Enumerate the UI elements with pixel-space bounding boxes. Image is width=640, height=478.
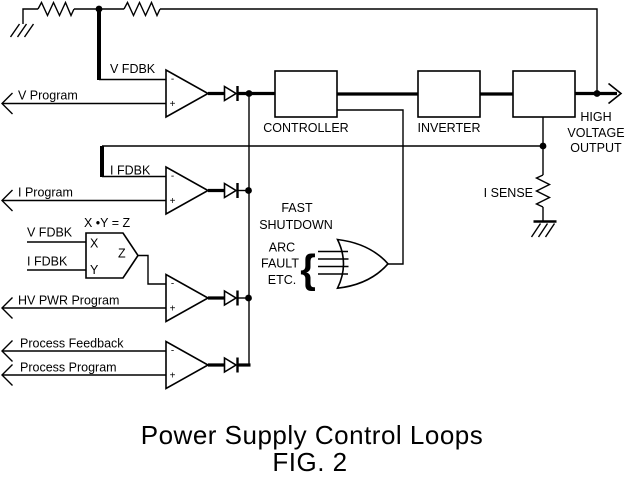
hv-output-label-line2: VOLTAGE — [567, 126, 624, 140]
right-arrow-icon — [608, 82, 623, 105]
ground-lead-wire — [22, 8, 38, 24]
process-error-amplifier: Process Feedback Process Program - + — [1, 337, 251, 390]
multiplier-x-label: X — [90, 237, 99, 251]
v-fdbk-label: V FDBK — [110, 62, 156, 76]
hv-output-label-line3: OUTPUT — [570, 141, 622, 155]
op-amp-plus: + — [170, 196, 176, 207]
i-fdbk-label: I FDBK — [110, 164, 151, 178]
left-arrow-icon — [1, 340, 13, 362]
op-amp — [165, 68, 210, 119]
resistor — [534, 174, 552, 208]
main-power-chain: CONTROLLER INVERTER HIGH VOLTAGE OUTPUT — [263, 70, 625, 155]
process-feedback-label: Process Feedback — [20, 337, 124, 351]
multiplier-z-label: Z — [118, 247, 126, 261]
wire-z-out — [138, 254, 166, 285]
op-amp — [165, 273, 210, 323]
op-amp-minus: - — [171, 74, 174, 85]
shutdown-label: SHUTDOWN — [259, 218, 333, 232]
or-gate — [336, 238, 390, 290]
process-program-label: Process Program — [20, 361, 117, 375]
ground-icon — [9, 23, 35, 38]
op-amp-plus: + — [170, 99, 176, 110]
multiplier-y-label: Y — [90, 263, 99, 277]
resistor — [37, 0, 75, 18]
left-arrow-icon — [1, 297, 13, 319]
controller-label: CONTROLLER — [263, 121, 348, 135]
op-amp — [165, 340, 210, 390]
left-arrow-icon — [1, 364, 13, 386]
brace-glyph: { — [300, 248, 316, 292]
multiplier-equation: X •Y = Z — [84, 216, 131, 230]
resistor — [123, 0, 161, 18]
left-arrow-icon — [1, 189, 13, 212]
i-fdbk-input-label: I FDBK — [27, 255, 68, 269]
diode — [223, 182, 238, 199]
diode — [223, 85, 238, 102]
op-amp-plus: + — [170, 304, 176, 315]
op-amp — [165, 165, 210, 216]
op-amp-minus: - — [171, 346, 174, 357]
v-error-amplifier: V FDBK V Program - + — [1, 62, 275, 119]
i-program-label: I Program — [18, 186, 73, 200]
current-sense-branch: I SENSE — [102, 117, 557, 238]
junction-dot — [593, 90, 601, 97]
arc-label: ARC — [269, 241, 295, 255]
multiplier: X •Y = Z X Y Z V FDBK I FDBK — [27, 216, 166, 285]
inverter-block — [417, 70, 481, 118]
inverter-label: INVERTER — [418, 121, 481, 135]
etc-label: ETC. — [268, 273, 296, 287]
fast-label: FAST — [281, 201, 313, 215]
left-arrow-icon — [1, 92, 13, 115]
op-amp-minus: - — [171, 279, 174, 290]
controller-block — [274, 70, 338, 118]
hv-output-label-line1: HIGH — [580, 110, 611, 124]
diode — [223, 356, 238, 374]
diode — [223, 289, 238, 307]
junction-dot — [245, 294, 252, 302]
hv-power-error-amplifier: HV PWR Program - + — [1, 273, 252, 323]
op-amp-plus: + — [170, 371, 176, 382]
figure-caption: FIG. 2 — [272, 447, 347, 477]
or-gate-input-wires — [318, 250, 349, 275]
ground-icon — [530, 223, 556, 238]
v-fdbk-input-label: V FDBK — [27, 226, 73, 240]
v-program-label: V Program — [18, 89, 78, 103]
fast-shutdown: FAST SHUTDOWN ARC FAULT ETC. { — [259, 201, 390, 292]
wire-top-feedback — [160, 8, 598, 92]
wire-shutdown-to-controller — [337, 109, 404, 265]
hv-pwr-program-label: HV PWR Program — [18, 294, 119, 308]
i-sense-label: I SENSE — [484, 186, 533, 200]
junction-dot — [245, 187, 252, 194]
op-amp-minus: - — [171, 171, 174, 182]
fault-label: FAULT — [261, 257, 299, 271]
diagram-title: Power Supply Control Loops — [141, 420, 484, 450]
i-error-amplifier: I FDBK I Program - + — [1, 146, 252, 216]
feedback-divider-network — [9, 0, 598, 92]
output-stage-block — [512, 70, 576, 118]
